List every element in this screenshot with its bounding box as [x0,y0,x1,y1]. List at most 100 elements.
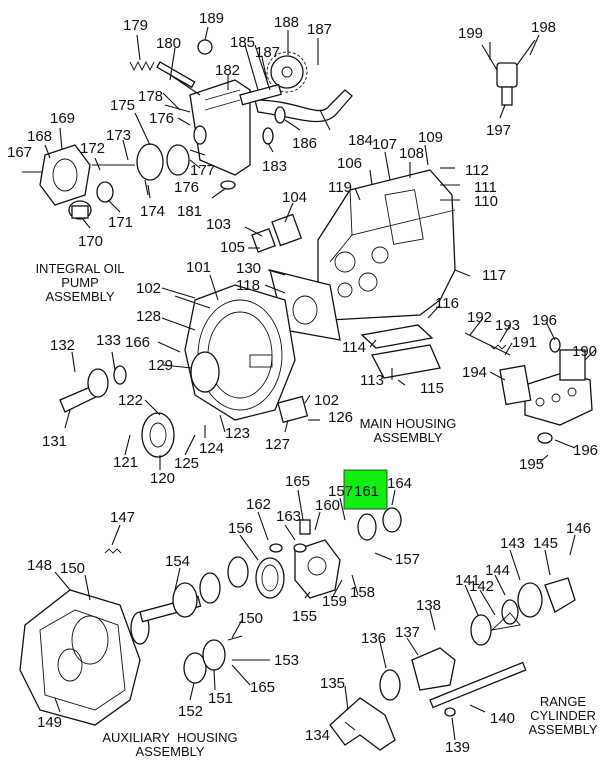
label-108: 108 [399,145,424,162]
label-130: 130 [236,260,261,277]
plug-181 [220,180,236,190]
label-176b: 176 [174,179,199,196]
label-129: 129 [148,357,173,374]
label-135: 135 [320,675,345,692]
label-125: 125 [174,455,199,472]
label-199: 199 [458,25,483,42]
label-196a: 196 [532,312,557,329]
label-131: 131 [42,433,67,450]
gasket-194 [499,364,532,406]
label-104: 104 [282,189,307,206]
label-191: 191 [512,334,537,351]
label-146: 146 [566,520,591,537]
main-housing-group [59,169,593,458]
label-138: 138 [416,597,441,614]
gear-176 [166,144,190,176]
label-117: 117 [482,267,506,284]
label-153: 153 [274,652,299,669]
label-123: 123 [225,425,250,442]
label-194: 194 [462,364,487,381]
section-oil-pump: INTEGRAL OIL PUMP ASSEMBLY [35,261,124,304]
label-124: 124 [199,440,224,457]
label-102a: 102 [136,280,161,297]
section-range-cylinder-line1: RANGE [540,694,587,709]
label-188: 188 [274,14,299,31]
label-185: 185 [230,34,255,51]
label-141: 141 [455,572,480,589]
label-101: 101 [186,259,211,276]
label-197: 197 [486,122,511,139]
label-176a: 176 [149,110,174,127]
label-140: 140 [490,710,515,727]
label-118: 118 [236,277,260,294]
label-170: 170 [78,233,103,250]
ring-143 [517,582,543,618]
label-136: 136 [361,630,386,647]
label-171: 171 [108,214,133,231]
label-128: 128 [136,308,161,325]
ring-152 [183,652,207,684]
label-127: 127 [265,436,290,453]
label-165a: 165 [285,473,310,490]
cover-145 [544,577,576,613]
label-160: 160 [315,497,340,514]
label-157a: 157 [328,483,353,500]
part-137 [411,647,456,691]
label-195: 195 [519,456,544,473]
gear-154 [227,556,249,588]
oil-pump-cover [22,144,135,220]
label-186: 186 [292,135,317,152]
label-143: 143 [500,535,525,552]
label-181: 181 [177,203,202,220]
section-range-cylinder-line2: CYLINDER [530,708,596,723]
highlight-box-161 [343,469,388,510]
section-auxiliary-housing-line2: ASSEMBLY [135,744,204,759]
hub-155 [294,539,341,599]
label-165b: 165 [250,679,275,696]
fork-134 [329,697,396,751]
label-158: 158 [350,584,375,601]
label-169: 169 [50,110,75,127]
ring-136 [379,669,401,701]
pto-drive-group [129,39,353,196]
label-103: 103 [206,216,231,233]
section-auxiliary-housing: AUXILIARY HOUSING ASSEMBLY [102,730,237,759]
section-range-cylinder: RANGE CYLINDER ASSEMBLY [528,694,597,737]
ring-161 [357,513,377,541]
spring-179 [129,60,155,72]
label-149: 149 [37,714,62,731]
gasket-114 [360,324,434,349]
label-115: 115 [420,380,444,397]
spring-147 [104,548,122,554]
label-173: 173 [106,127,131,144]
label-111: 111 [474,179,497,196]
label-168: 168 [27,128,52,145]
section-main-housing-line1: MAIN HOUSING [360,416,457,431]
label-196b: 196 [573,442,598,459]
gear-188 [270,55,304,89]
label-116: 116 [435,295,459,312]
label-120: 120 [150,470,175,487]
section-main-housing: MAIN HOUSING ASSEMBLY [360,416,457,445]
plate-103 [251,228,276,253]
label-107: 107 [372,136,397,153]
label-145: 145 [533,535,558,552]
label-122: 122 [118,392,143,409]
label-183: 183 [262,158,287,175]
label-150a: 150 [60,560,85,577]
label-134: 134 [305,727,330,744]
label-178: 178 [138,88,163,105]
bearing-120 [141,412,175,458]
label-177: 177 [190,162,215,179]
label-102b: 102 [314,392,339,409]
label-159: 159 [322,593,347,610]
label-156: 156 [228,520,253,537]
label-198: 198 [531,19,556,36]
label-109: 109 [418,129,443,146]
section-range-cylinder-line3: ASSEMBLY [528,722,597,737]
label-172: 172 [80,140,105,157]
label-105: 105 [220,239,245,256]
label-157b: 157 [395,551,420,568]
ring-156 [255,557,285,599]
label-192: 192 [467,309,492,326]
